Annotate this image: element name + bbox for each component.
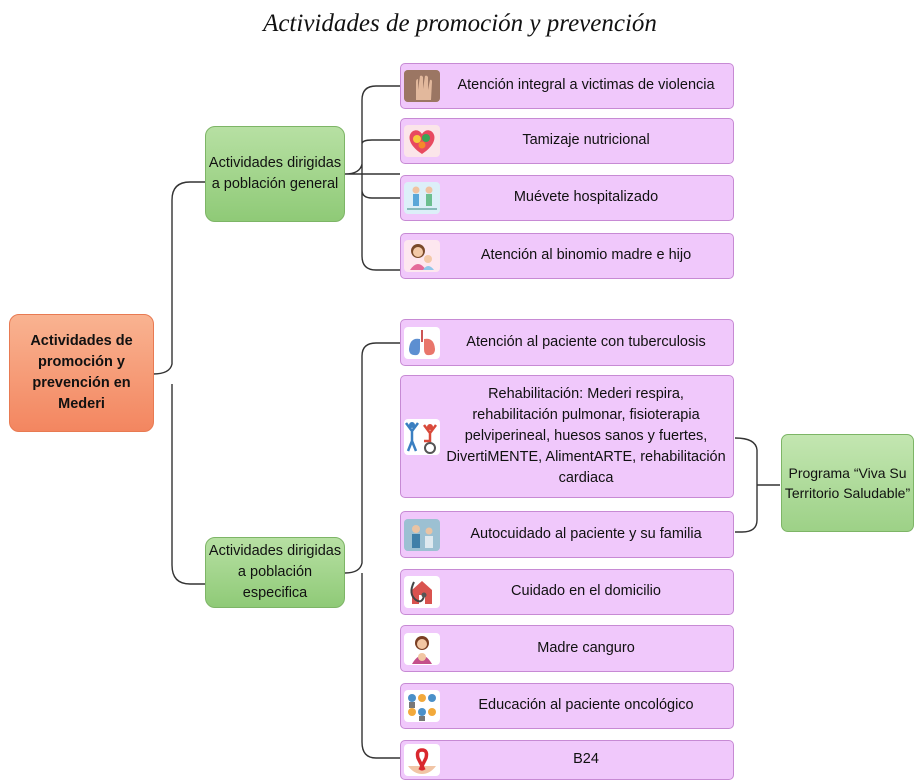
group-label: Actividades dirigidas a población genera…: [208, 154, 342, 192]
leaf-label: Atención al paciente con tuberculosis: [466, 333, 706, 350]
rehabilitation-people-icon: [404, 418, 440, 455]
hand-stop-icon: [404, 70, 440, 102]
kangaroo-mother-icon: [404, 632, 440, 665]
leaf-victimas-violencia: Atención integral a victimas de violenci…: [400, 63, 734, 109]
healthy-food-heart-icon: [404, 125, 440, 157]
leaf-tuberculosis: Atención al paciente con tuberculosis: [400, 319, 734, 366]
root-label: Actividades de promoción y prevención en…: [30, 332, 133, 413]
program-label: Programa “Viva Su Territorio Saludable”: [784, 464, 911, 501]
general-bracket: [344, 85, 400, 271]
red-ribbon-hands-icon: [404, 744, 440, 776]
leaf-label: Atención integral a victimas de violenci…: [457, 77, 715, 94]
specific-bracket: [344, 342, 400, 759]
leaf-oncologico: Educación al paciente oncológico: [400, 683, 734, 729]
patient-walking-icon: [404, 182, 440, 214]
family-care-icon: [404, 518, 440, 551]
leaf-label: Educación al paciente oncológico: [478, 697, 694, 714]
leaf-label: Atención al binomio madre e hijo: [480, 247, 692, 264]
root-bracket: [152, 181, 206, 585]
program-node: Programa “Viva Su Territorio Saludable”: [781, 434, 914, 532]
leaf-domicilio: Cuidado en el domicilio: [400, 569, 734, 615]
leaf-label: Tamizaje nutricional: [522, 132, 650, 149]
leaf-label: Cuidado en el domicilio: [511, 583, 661, 600]
leaf-binomio: Atención al binomio madre e hijo: [400, 233, 734, 279]
leaf-b24: B24: [400, 740, 734, 780]
program-bracket: [734, 437, 780, 533]
leaf-label: Muévete hospitalizado: [513, 189, 659, 206]
leaf-label: Rehabilitación: Mederi respira, rehabili…: [446, 385, 726, 487]
leaf-madre-canguro: Madre canguro: [400, 625, 734, 672]
home-stethoscope-icon: [404, 576, 440, 608]
group-node-specific: Actividades dirigidas a población especi…: [205, 537, 345, 608]
group-label: Actividades dirigidas a población especi…: [208, 542, 342, 601]
leaf-autocuidado: Autocuidado al paciente y su familia: [400, 511, 734, 558]
diagram-title: Actividades de promoción y prevención: [263, 10, 657, 37]
root-node: Actividades de promoción y prevención en…: [9, 314, 154, 432]
leaf-label: Madre canguro: [537, 639, 635, 656]
oncology-team-icon: [404, 690, 440, 722]
lungs-icon: [404, 326, 440, 359]
mother-child-icon: [404, 240, 440, 272]
leaf-label: B24: [573, 751, 599, 768]
group-node-general: Actividades dirigidas a población genera…: [205, 126, 345, 222]
leaf-tamizaje: Tamizaje nutricional: [400, 118, 734, 164]
leaf-rehabilitacion: Rehabilitación: Mederi respira, rehabili…: [400, 375, 734, 498]
leaf-muevete: Muévete hospitalizado: [400, 175, 734, 221]
leaf-label: Autocuidado al paciente y su familia: [470, 525, 702, 542]
